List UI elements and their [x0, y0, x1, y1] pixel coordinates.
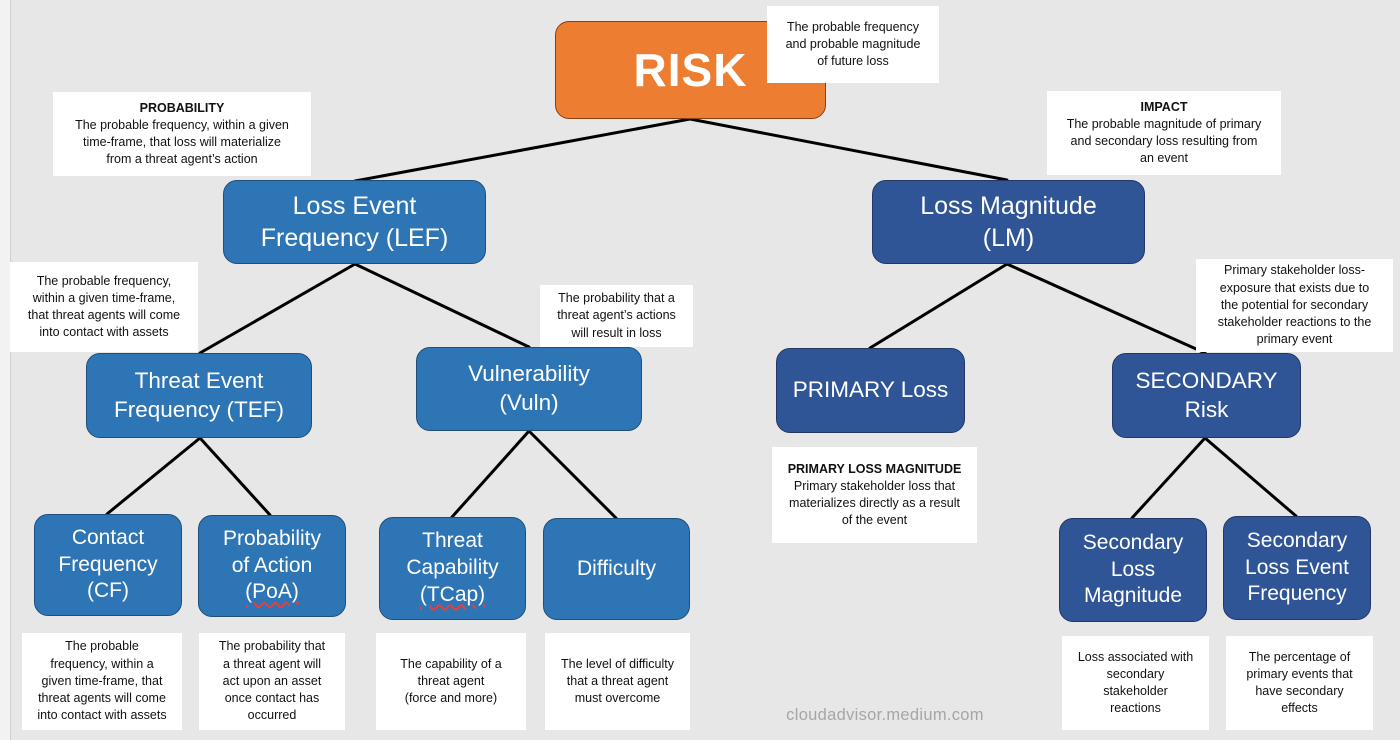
tcap-note-text: The capability of a threat agent (force … — [400, 656, 502, 706]
connector-risk-lef — [353, 117, 692, 183]
lm-label: Loss Magnitude (LM) — [920, 192, 1097, 252]
contact-frequency-node: Contact Frequency (CF) — [34, 514, 182, 616]
vuln-note-text: The probability that a threat agent’s ac… — [557, 291, 676, 340]
slm-note-text: Loss associated with secondary stakehold… — [1077, 649, 1194, 716]
connector-lm-secondary — [1005, 262, 1207, 355]
difficulty-note-text: The level of difficulty that a threat ag… — [560, 656, 675, 706]
probability-of-action-node: Probability of Action (PoA) — [198, 515, 346, 617]
difficulty-label: Difficulty — [577, 556, 656, 580]
primary-loss-magnitude-note: PRIMARY LOSS MAGNITUDE Primary stakehold… — [772, 447, 977, 543]
poa-definition-note: The probability that a threat agent will… — [199, 633, 345, 730]
left-edge-strip — [0, 0, 11, 740]
poa-label-line2: (PoA) — [245, 580, 299, 604]
tcap-label-line1: Threat Capability — [406, 529, 499, 580]
probability-note-text: The probable frequency, within a given t… — [75, 117, 289, 167]
slm-definition-note: Loss associated with secondary stakehold… — [1062, 636, 1209, 730]
watermark-text: cloudadvisor.medium.com — [786, 706, 984, 724]
threat-event-frequency-node: Threat Event Frequency (TEF) — [86, 353, 312, 438]
loss-event-frequency-node: Loss Event Frequency (LEF) — [223, 180, 486, 264]
risk-definition-note: The probable frequency and probable magn… — [767, 6, 939, 83]
vulnerability-node: Vulnerability (Vuln) — [416, 347, 642, 431]
connector-lef-tef — [198, 262, 357, 355]
tef-definition-note: The probable frequency, within a given t… — [10, 262, 198, 352]
probability-note-title: PROBABILITY — [139, 100, 225, 115]
tcap-label-line2: (TCap) — [419, 582, 486, 606]
difficulty-definition-note: The level of difficulty that a threat ag… — [545, 633, 690, 730]
difficulty-node: Difficulty — [543, 518, 690, 620]
impact-note-title: IMPACT — [1140, 99, 1188, 114]
probability-note: PROBABILITY The probable frequency, with… — [53, 92, 311, 176]
slef-label: Secondary Loss Event Frequency — [1245, 528, 1349, 606]
risk-note-text: The probable frequency and probable magn… — [785, 19, 921, 69]
connector-lef-vuln — [353, 262, 531, 349]
secondary-note-text: Primary stakeholder loss- exposure that … — [1217, 263, 1372, 347]
tcap-definition-note: The capability of a threat agent (force … — [376, 633, 526, 730]
tef-note-text: The probable frequency, within a given t… — [27, 273, 181, 340]
primary-loss-label: PRIMARY Loss — [792, 377, 949, 403]
slm-label: Secondary Loss Magnitude — [1082, 530, 1184, 608]
vuln-label-line2: (Vuln) — [499, 390, 559, 415]
vuln-label-line1: Vulnerability — [468, 361, 590, 387]
secondary-risk-definition-note: Primary stakeholder loss- exposure that … — [1196, 259, 1393, 352]
slef-definition-note: The percentage of primary events that ha… — [1226, 636, 1373, 730]
cf-label: Contact Frequency (CF) — [58, 525, 158, 603]
connector-vuln-tcap — [450, 429, 531, 519]
connector-tef-poa — [198, 436, 272, 517]
connector-lm-primary — [868, 262, 1009, 350]
secondary-loss-magnitude-node: Secondary Loss Magnitude — [1059, 518, 1207, 622]
connector-tef-cf — [105, 436, 202, 516]
poa-note-text: The probability that a threat agent will… — [218, 639, 326, 723]
vuln-definition-note: The probability that a threat agent’s ac… — [540, 285, 693, 347]
connector-secondary-slm — [1130, 436, 1207, 520]
risk-label: RISK — [633, 43, 748, 96]
poa-label-line1: Probability of Action — [222, 526, 322, 577]
secondary-loss-event-frequency-node: Secondary Loss Event Frequency — [1223, 516, 1371, 620]
connector-risk-lm — [688, 117, 1009, 182]
impact-note-text: The probable magnitude of primary and se… — [1066, 116, 1262, 166]
secondary-risk-label: SECONDARY Risk — [1135, 367, 1278, 422]
connector-vuln-difficulty — [527, 429, 618, 520]
lef-label: Loss Event Frequency (LEF) — [260, 192, 449, 252]
slef-note-text: The percentage of primary events that ha… — [1246, 649, 1353, 716]
cf-definition-note: The probable frequency, within a given t… — [22, 633, 182, 730]
secondary-risk-node: SECONDARY Risk — [1112, 353, 1301, 438]
cf-note-text: The probable frequency, within a given t… — [37, 639, 167, 723]
primary-note-text: Primary stakeholder loss that materializ… — [789, 478, 960, 528]
impact-note: IMPACT The probable magnitude of primary… — [1047, 91, 1281, 175]
threat-capability-node: Threat Capability (TCap) — [379, 517, 526, 620]
loss-magnitude-node: Loss Magnitude (LM) — [872, 180, 1145, 264]
primary-loss-node: PRIMARY Loss — [776, 348, 965, 433]
tef-label: Threat Event Frequency (TEF) — [113, 367, 285, 422]
primary-note-title: PRIMARY LOSS MAGNITUDE — [787, 461, 962, 476]
connector-secondary-slef — [1203, 436, 1298, 518]
